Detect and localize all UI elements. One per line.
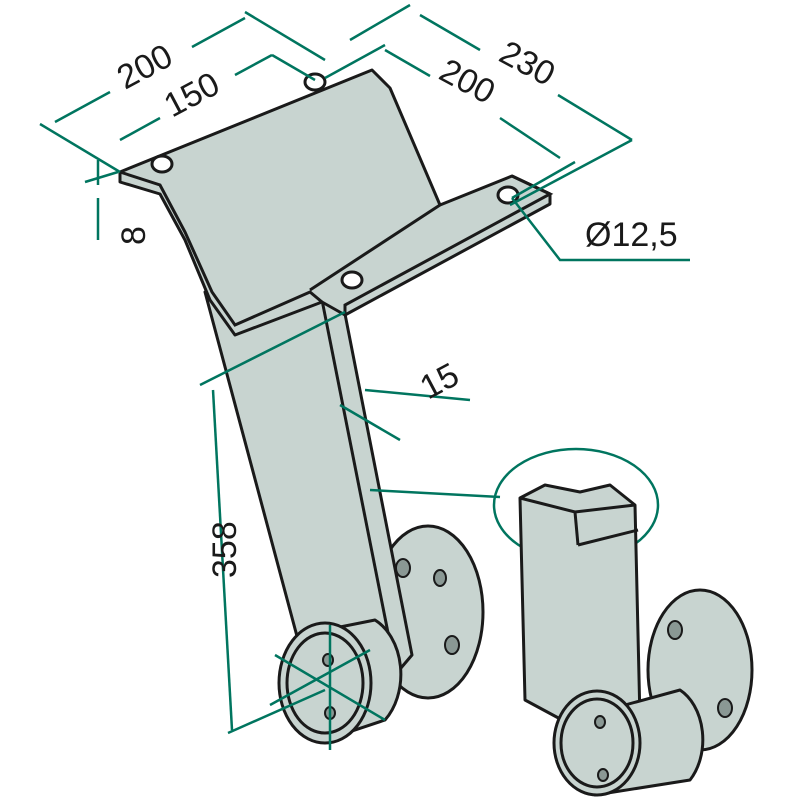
bar-hole — [340, 270, 364, 290]
dim-thickness: 8 — [115, 226, 153, 245]
dim-bar-length: 230 — [493, 34, 561, 94]
plate-hole — [150, 154, 174, 174]
dim-bar-hole-spacing: 200 — [433, 52, 501, 112]
dimension-lines — [39, 3, 690, 750]
detail-inset — [492, 447, 754, 797]
top-plate — [118, 68, 554, 337]
arm — [203, 290, 414, 677]
hub — [277, 618, 403, 745]
dim-hole-diameter: Ø12,5 — [585, 216, 678, 254]
dim-height: 358 — [206, 521, 244, 578]
